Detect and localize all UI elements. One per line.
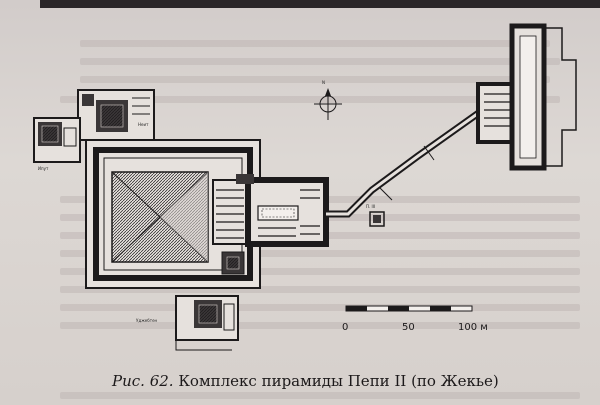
small-structure: П. III xyxy=(366,204,385,227)
queen-label-udjebten: Уджебтен xyxy=(136,318,158,323)
figure-caption: Рис. 62. Комплекс пирамиды Пепи II (по Ж… xyxy=(112,372,552,390)
small-structure-label: П. III xyxy=(366,204,375,209)
show-through-text xyxy=(80,40,550,47)
north-label: N xyxy=(322,80,325,85)
show-through-text xyxy=(60,322,580,329)
show-through-text xyxy=(60,96,560,103)
show-through-text xyxy=(80,58,560,65)
queen-pyramid-neit: Неит xyxy=(77,89,155,141)
north-arrow-icon: N xyxy=(314,80,342,120)
valley-temple xyxy=(476,23,577,171)
show-through-text xyxy=(60,250,580,257)
satellite-pyramid xyxy=(221,251,245,275)
scale-tick-0: 0 xyxy=(342,322,348,333)
queen-label-neit: Неит xyxy=(138,122,149,127)
page-top-edge xyxy=(40,0,600,8)
queen-label-iput: Ипут xyxy=(38,166,49,171)
show-through-text xyxy=(60,268,580,275)
figure-number: Рис. 62. xyxy=(112,372,174,390)
mortuary-temple xyxy=(212,174,329,247)
scale-tick-100: 100 м xyxy=(458,322,488,333)
show-through-text xyxy=(60,392,580,399)
causeway xyxy=(326,109,483,218)
queen-pyramid-udjebten: Уджебтен xyxy=(136,295,239,351)
show-through-text xyxy=(60,304,580,311)
scale-bar: 0 50 100 м xyxy=(342,305,488,333)
queen-pyramid-iput: Ипут xyxy=(33,117,81,171)
show-through-text xyxy=(80,76,550,83)
show-through-text xyxy=(60,286,580,293)
scale-tick-50: 50 xyxy=(402,322,415,333)
main-pyramid xyxy=(111,171,209,263)
figure-title: Комплекс пирамиды Пепи II (по Жекье) xyxy=(178,372,499,390)
